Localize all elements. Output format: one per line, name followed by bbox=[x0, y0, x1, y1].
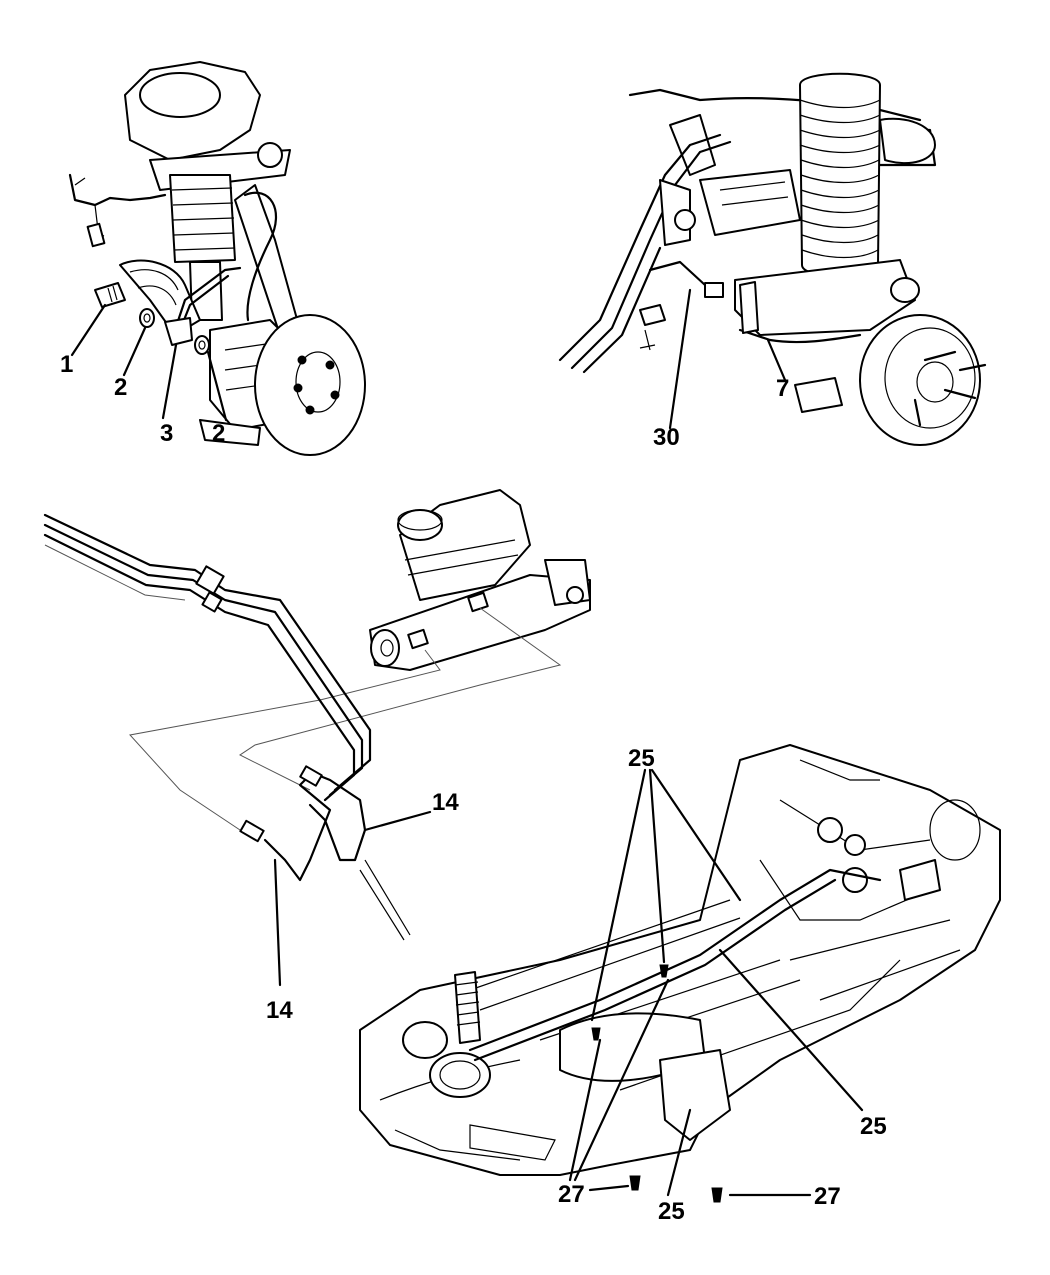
underbody-floor bbox=[359, 744, 1001, 1176]
brake-drum bbox=[859, 314, 981, 446]
callout-27: 27 bbox=[558, 1181, 585, 1208]
callout-27: 27 bbox=[814, 1183, 841, 1210]
callout-25: 25 bbox=[860, 1113, 887, 1140]
fastener bbox=[711, 1187, 723, 1203]
callout-2: 2 bbox=[114, 374, 127, 401]
callout-7: 7 bbox=[776, 375, 789, 402]
callout-2: 2 bbox=[212, 420, 225, 447]
fastener bbox=[629, 1175, 641, 1191]
callout-3: 3 bbox=[160, 420, 173, 447]
front-suspension-assembly bbox=[68, 61, 366, 456]
callout-25: 25 bbox=[658, 1198, 685, 1225]
brake-rotor bbox=[254, 314, 366, 456]
master-cylinder-assembly bbox=[43, 489, 591, 987]
callout-14: 14 bbox=[432, 789, 459, 816]
washer bbox=[194, 335, 210, 355]
rear-drum bbox=[402, 1021, 448, 1059]
rear-suspension-assembly bbox=[558, 72, 987, 446]
callout-30: 30 bbox=[653, 424, 680, 451]
callout-25: 25 bbox=[628, 745, 655, 772]
hose-bracket bbox=[164, 317, 193, 346]
callout-14: 14 bbox=[266, 997, 293, 1024]
underbody-assembly bbox=[359, 744, 1001, 1203]
callout-1: 1 bbox=[60, 351, 73, 378]
washer bbox=[139, 308, 155, 328]
reservoir-cap bbox=[397, 509, 443, 541]
